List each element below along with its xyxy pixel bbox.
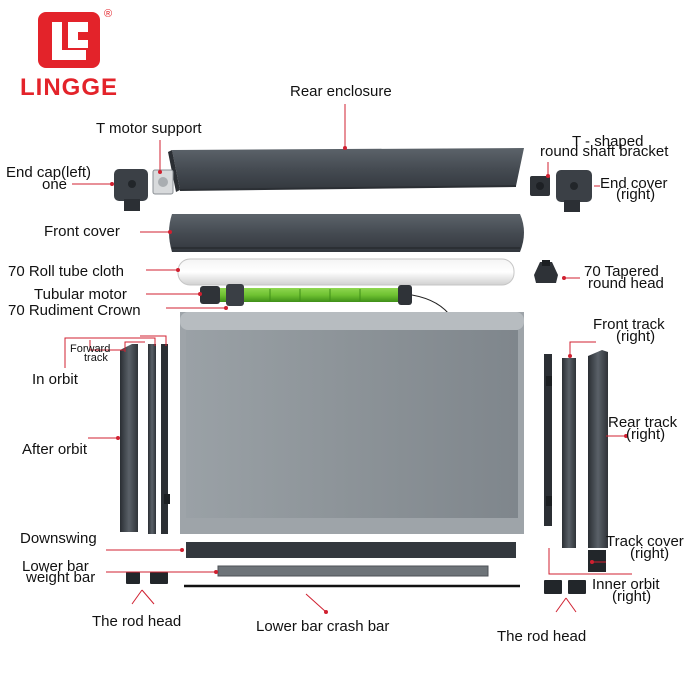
- registered-mark: ®: [104, 8, 113, 20]
- label-front-cover: Front cover: [44, 223, 120, 240]
- tubular-motor-part: [200, 284, 453, 319]
- logo-glyph: [52, 22, 88, 60]
- shade-panel: [180, 312, 524, 534]
- rod-heads-left: [126, 572, 168, 584]
- end-cover-right-part: [556, 170, 592, 212]
- label-rudiment-crown: 70 Rudiment Crown: [8, 302, 141, 319]
- t-shaped-bracket-part: [530, 176, 550, 196]
- label-end-cap-left-line1: End cap(left): [6, 164, 92, 181]
- roll-tube-part: [177, 258, 515, 286]
- label-rod-head-right: The rod head: [497, 628, 587, 645]
- label-front-track-right-line2: (right): [616, 328, 656, 345]
- brand-logo: [38, 12, 100, 68]
- label-forward-track-line1: Forward: [70, 343, 111, 355]
- label-tapered-head-line2: round head: [588, 275, 664, 292]
- label-roll-tube-cloth: 70 Roll tube cloth: [8, 263, 124, 280]
- label-after-orbit: After orbit: [22, 441, 88, 458]
- label-tapered-head-line1: 70 Tapered: [584, 263, 659, 280]
- brand-name: LINGGE: [19, 74, 118, 101]
- label-downswing: Downswing: [20, 530, 97, 547]
- rod-heads-right: [544, 580, 586, 594]
- label-rear-track-right-line2: (right): [626, 426, 666, 443]
- label-lower-bar-line2: weight bar: [26, 569, 96, 586]
- tapered-round-head-part: [534, 260, 558, 283]
- label-rear-track-right-line1: Rear track: [608, 414, 678, 431]
- label-lower-bar-line1: Lower bar: [22, 558, 89, 575]
- label-end-cap-left-line2: one: [42, 176, 68, 193]
- label-end-cover-right-line1: End cover: [600, 175, 668, 192]
- label-crash-bar: Lower bar crash bar: [256, 618, 390, 635]
- leader-dots: [110, 146, 628, 614]
- label-inner-orbit-right-line1: Inner orbit: [592, 576, 660, 593]
- label-in-orbit: In orbit: [32, 371, 78, 388]
- t-motor-support-part: [152, 169, 174, 195]
- label-track-cover-right-line2: (right): [630, 545, 670, 562]
- label-front-track-right-line1: Front track: [593, 316, 665, 333]
- label-track-cover-right-line1: Track cover: [606, 533, 684, 550]
- front-cover-part: [169, 214, 524, 252]
- right-tracks: [544, 350, 608, 548]
- label-t-shaped-line1: T - shaped: [572, 133, 644, 150]
- label-rod-head-left: The rod head: [92, 613, 182, 630]
- label-tubular-motor: Tubular motor: [34, 286, 127, 303]
- leader-lines: [64, 104, 632, 613]
- left-tracks: [120, 344, 170, 534]
- label-inner-orbit-right-line2: (right): [612, 588, 652, 605]
- track-cover-part: [588, 550, 606, 572]
- label-forward-track-line2: track: [84, 352, 108, 364]
- weight-bar-part: [217, 565, 489, 577]
- label-end-cover-right-line2: (right): [616, 186, 656, 203]
- downswing-bar-part: [186, 542, 516, 558]
- label-rear-enclosure: Rear enclosure: [290, 83, 392, 100]
- label-t-motor-support: T motor support: [96, 120, 202, 137]
- end-cap-left-part: [114, 169, 148, 211]
- label-t-shaped-line2: round shaft bracket: [540, 143, 669, 160]
- rear-enclosure: [168, 148, 524, 192]
